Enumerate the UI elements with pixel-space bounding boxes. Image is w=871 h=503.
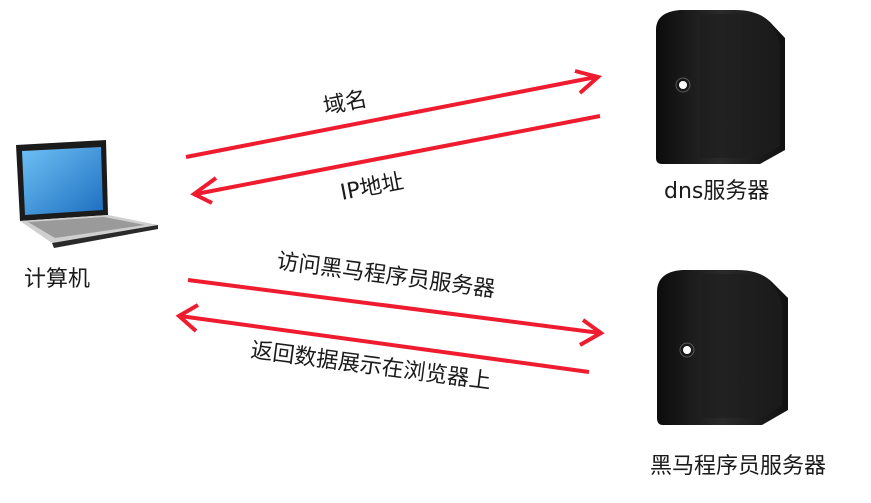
data-response-arrow [175, 303, 590, 374]
web-server-label: 黑马程序员服务器 [650, 454, 826, 479]
laptop-icon [16, 140, 158, 248]
domain-request-label: 域名 [321, 87, 369, 120]
data-response-label: 返回数据展示在浏览器上 [249, 338, 492, 394]
web-server-icon [657, 270, 788, 425]
domain-request-arrow [185, 69, 603, 159]
visit-request-arrow [187, 278, 605, 347]
dns-server-label: dns服务器 [664, 179, 769, 204]
ip-response-arrow [190, 114, 601, 205]
ip-response-label: IP地址 [338, 169, 405, 206]
computer-label: 计算机 [24, 267, 90, 292]
dns-server-icon [656, 10, 785, 164]
